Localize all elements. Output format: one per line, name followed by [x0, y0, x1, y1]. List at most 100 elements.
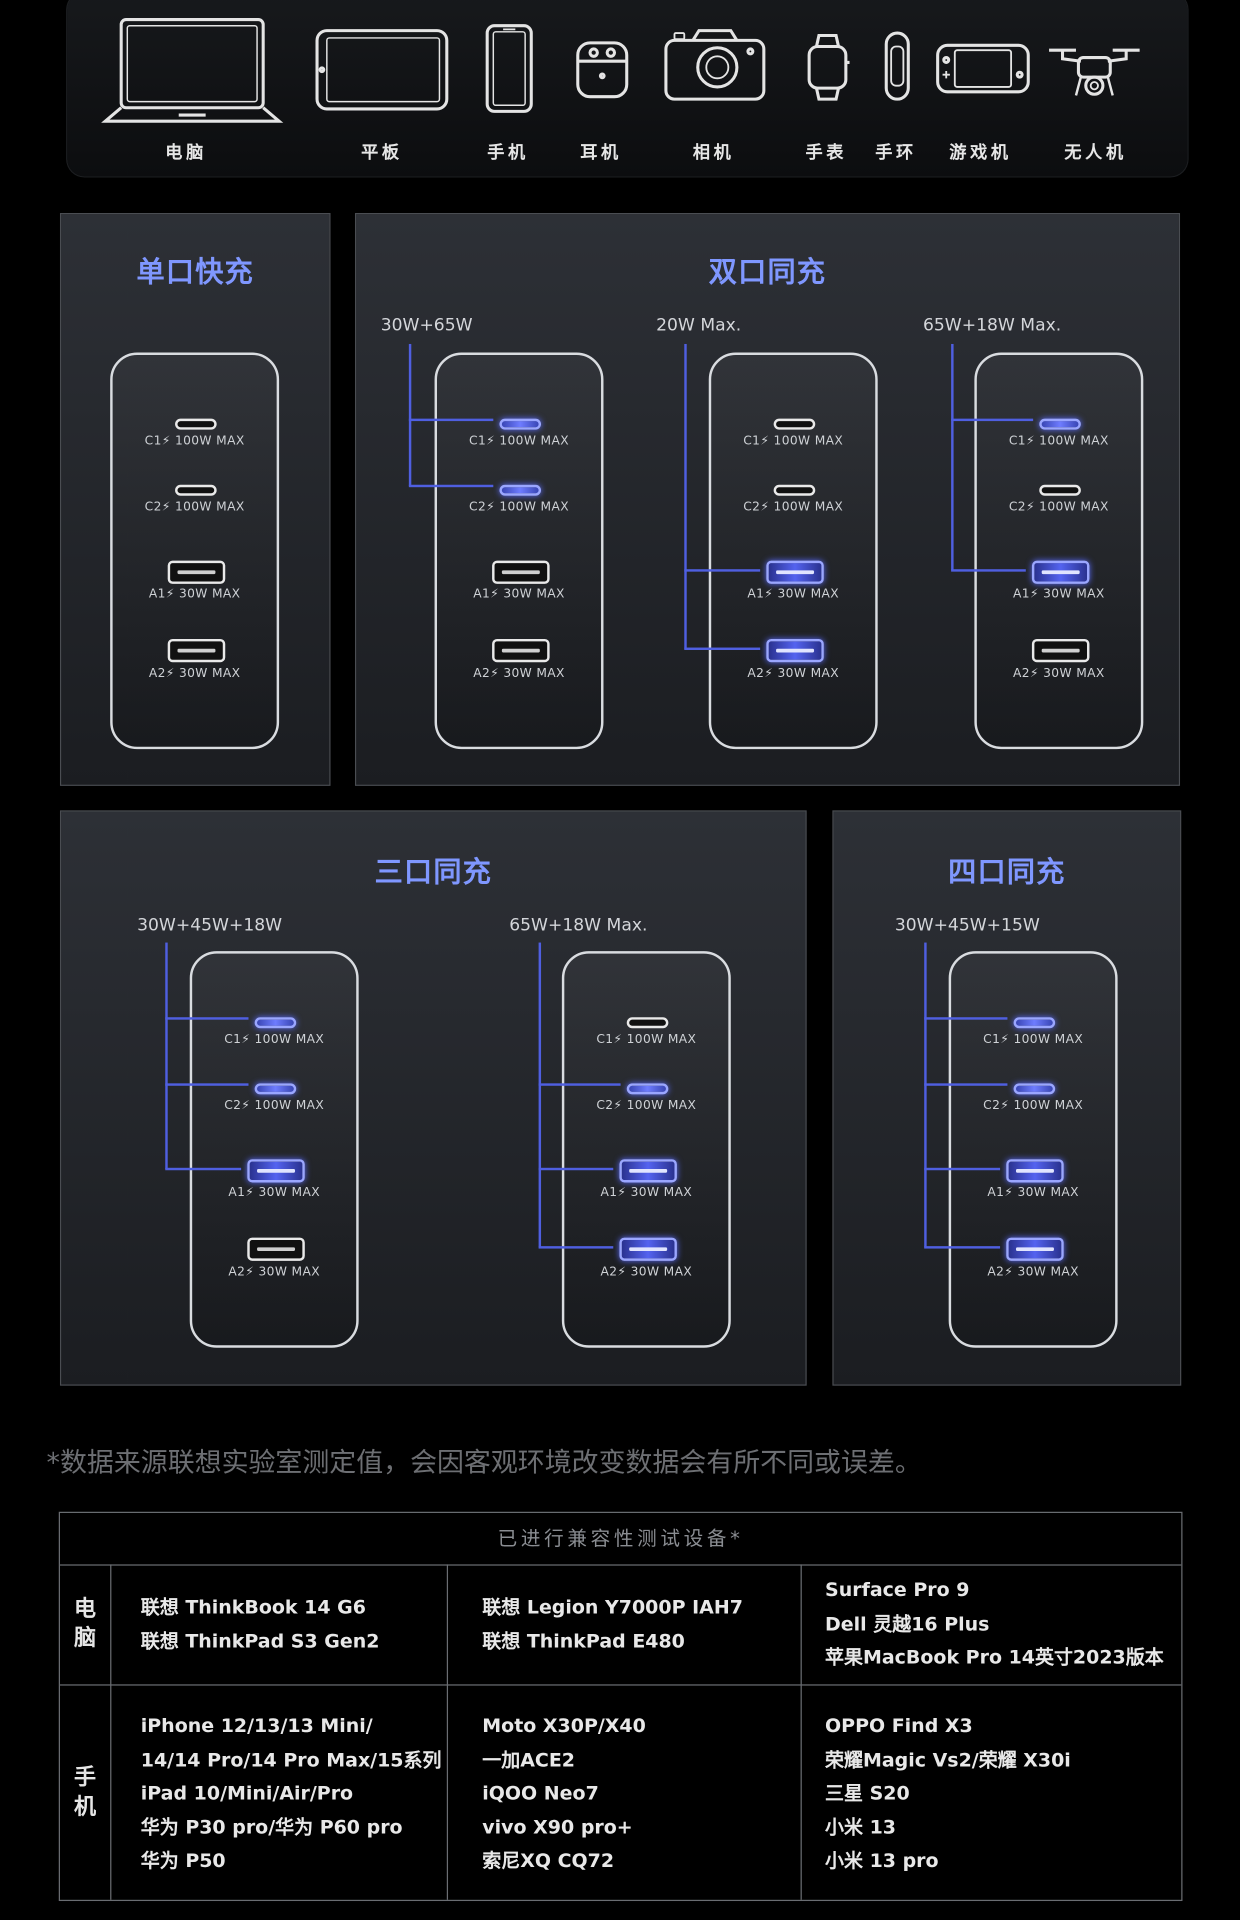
port-label: A1⚡ 30W MAX: [473, 587, 565, 602]
list-item: 索尼XQ CQ72: [482, 1849, 615, 1872]
panel-dual-port: 双口同充 30W+65W 20W Max. 65W+18W Max.: [354, 212, 1181, 786]
device-list: Surface Pro 9 Dell 灵越16 Plus 苹果MacBook P…: [825, 1574, 1164, 1675]
usb-a-port: [492, 560, 550, 584]
port-label: C1⚡ 100W MAX: [596, 1033, 697, 1047]
power-path-branch: [538, 1167, 614, 1170]
usb-c-port: [175, 484, 217, 496]
port-label: C1⚡ 100W MAX: [983, 1033, 1084, 1047]
power-path-line: [165, 942, 168, 1170]
device-label-band: 手环: [875, 143, 917, 163]
list-item: iPhone 12/13/13 Mini/: [140, 1714, 373, 1737]
usb-a-port: [1031, 560, 1090, 584]
usb-c-port: [499, 418, 542, 430]
list-item: 荣耀Magic Vs2/荣耀 X30i: [825, 1748, 1071, 1771]
port-label: A2⚡ 30W MAX: [987, 1265, 1079, 1280]
usb-c-port: [254, 1083, 297, 1095]
list-item: 联想 ThinkPad S3 Gen2: [140, 1629, 380, 1652]
power-path-line: [684, 343, 687, 649]
category-label-computer: 电脑: [74, 1596, 97, 1652]
list-item: iPad 10/Mini/Air/Pro: [140, 1782, 354, 1805]
usb-a-port: [1006, 1237, 1064, 1261]
list-item: 三星 S20: [825, 1782, 910, 1805]
device-label-game-console: 游戏机: [949, 143, 1012, 163]
usb-a-port: [167, 638, 226, 663]
game-console-icon: [936, 43, 1030, 94]
power-path-line: [924, 942, 927, 1248]
usb-a-port: [167, 560, 226, 584]
tablet-icon: [315, 29, 449, 111]
device-label-watch: 手表: [805, 143, 848, 163]
device-label-phone: 手机: [487, 143, 529, 163]
port-label: C1⚡ 100W MAX: [743, 434, 844, 449]
usb-c-port: [1039, 484, 1081, 496]
usb-a-port: [1006, 1159, 1064, 1183]
power-path-line: [951, 343, 953, 571]
port-label: C2⚡ 100W MAX: [983, 1099, 1084, 1113]
charger-body: C1⚡ 100W MAX C2⚡ 100W MAX A1⚡ 30W MAX A2⚡ 3…: [948, 951, 1118, 1348]
panel-title: 四口同充: [948, 856, 1066, 889]
power-path-branch: [408, 484, 494, 487]
drone-icon: [1049, 48, 1140, 96]
panel-single-port: 单口快充: [59, 212, 331, 786]
combo-label: 30W+45W+18W: [137, 915, 283, 936]
panel-triple-port: 三口同充 30W+45W+18W 65W+18W Max.: [59, 810, 807, 1386]
power-path-branch: [538, 1083, 621, 1086]
panel-title: 双口同充: [708, 257, 827, 289]
power-path-branch: [684, 569, 761, 572]
usb-a-port: [1031, 638, 1090, 663]
port-label: A1⚡ 30W MAX: [987, 1186, 1079, 1200]
list-item: Surface Pro 9: [825, 1579, 970, 1602]
list-item: Dell 灵越16 Plus: [825, 1612, 990, 1635]
power-path-branch: [408, 418, 494, 421]
device-list: iPhone 12/13/13 Mini/ 14/14 Pro/14 Pro M…: [141, 1710, 442, 1878]
power-path-branch: [951, 569, 1026, 572]
port-label: C1⚡ 100W MAX: [224, 1033, 325, 1047]
usb-a-port: [492, 638, 550, 663]
power-path-branch: [538, 1246, 614, 1248]
port-label: C2⚡ 100W MAX: [743, 500, 844, 515]
table-header: 已进行兼容性测试设备*: [59, 1513, 1182, 1566]
list-item: 小米 13: [825, 1815, 897, 1838]
device-label-laptop: 电脑: [165, 143, 207, 163]
category-label-phone: 手机: [74, 1765, 97, 1821]
list-item: iQOO Neo7: [482, 1782, 599, 1805]
combo-label: 20W Max.: [656, 315, 742, 336]
port-label: C1⚡ 100W MAX: [1008, 434, 1109, 449]
list-item: 苹果MacBook Pro 14英寸2023版本: [825, 1646, 1164, 1669]
device-list: OPPO Find X3 荣耀Magic Vs2/荣耀 X30i 三星 S20 …: [825, 1710, 1071, 1878]
panel-quad-port: 四口同充 30W+45W+15W: [832, 810, 1182, 1386]
usb-a-port: [619, 1237, 677, 1261]
earbuds-icon: [576, 41, 629, 99]
port-label: C2⚡ 100W MAX: [469, 500, 569, 515]
list-item: 联想 Legion Y7000P IAH7: [482, 1596, 743, 1619]
usb-c-port: [254, 1017, 297, 1029]
combo-label: 30W+65W: [380, 315, 473, 336]
power-path-line: [408, 343, 411, 486]
device-label-tablet: 平板: [361, 143, 403, 163]
port-label: A1⚡ 30W MAX: [1013, 587, 1105, 602]
power-path-branch: [924, 1167, 1001, 1170]
port-label: C1⚡ 100W MAX: [144, 434, 245, 449]
power-path-branch: [924, 1017, 1008, 1020]
port-label: A2⚡ 30W MAX: [148, 667, 241, 681]
port-label: A1⚡ 30W MAX: [747, 587, 840, 602]
power-path-branch: [951, 418, 1034, 421]
usb-c-port: [626, 1083, 669, 1095]
device-label-camera: 相机: [692, 143, 735, 163]
panel-title: 三口同充: [374, 856, 493, 889]
list-item: 联想 ThinkPad E480: [482, 1629, 685, 1652]
usb-a-port: [247, 1159, 305, 1183]
power-path-branch: [924, 1246, 1001, 1248]
usb-c-port: [626, 1017, 669, 1029]
port-label: A1⚡ 30W MAX: [148, 587, 241, 602]
camera-icon: [664, 29, 766, 101]
list-item: 华为 P50: [140, 1849, 226, 1872]
list-item: Moto X30P/X40: [482, 1714, 646, 1737]
port-label: A2⚡ 30W MAX: [747, 667, 840, 681]
laptop-icon: [101, 18, 284, 123]
list-item: 一加ACE2: [482, 1748, 576, 1771]
